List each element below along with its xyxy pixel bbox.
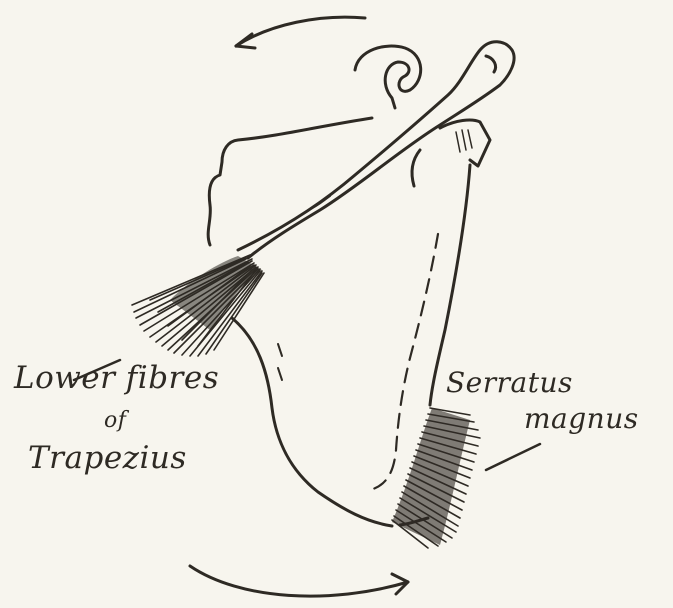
top-rotation-arrow [236,17,365,48]
bottom-rotation-arrow [190,566,408,596]
trapezius-label-line2: of [104,408,126,433]
coracoid-process [355,46,421,108]
trapezius-label-line3: Trapezius [28,440,187,476]
serratus-leader [486,444,540,470]
clavicle [238,42,514,258]
serratus-label-line2: magnus [524,402,639,435]
lateral-border [412,150,420,186]
scapula-body [232,318,392,526]
trapezius-label-line1: Lower fibres [14,360,219,396]
serratus-label-line1: Serratus [446,366,573,399]
